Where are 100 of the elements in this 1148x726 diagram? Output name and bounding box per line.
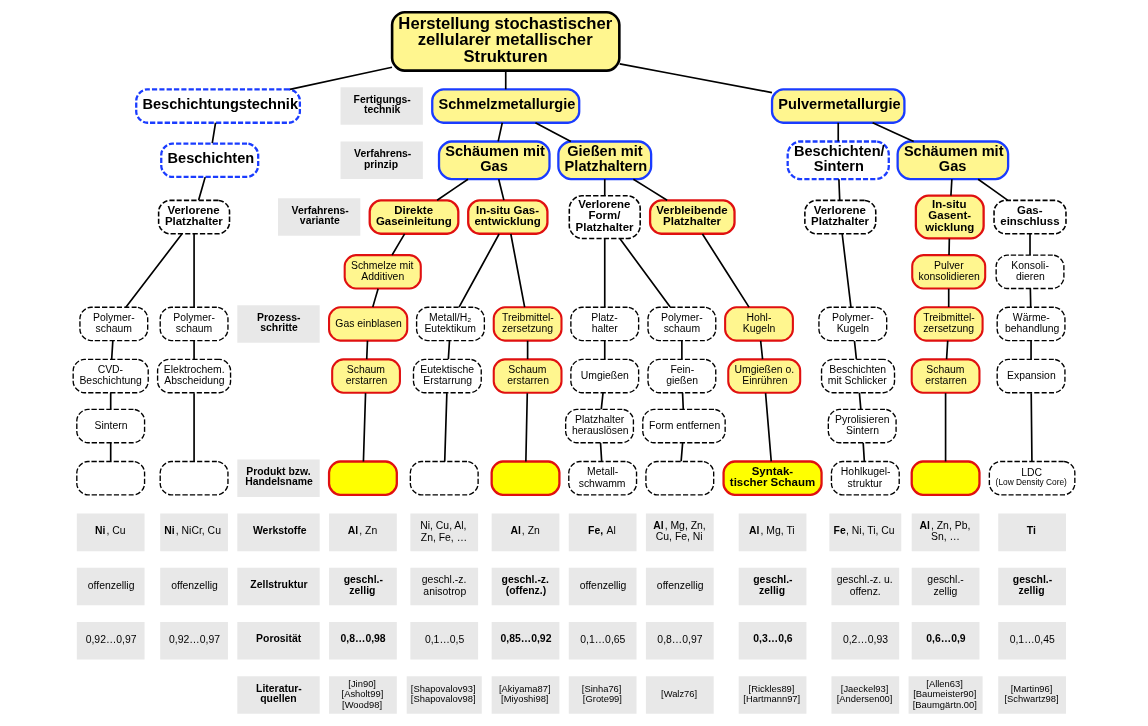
node-box: [910, 460, 981, 496]
connector: [681, 391, 685, 410]
node-box: Schmelzmetallurgie: [431, 88, 581, 124]
node-box: Polymer- schaum: [159, 306, 229, 342]
node-box: Umgießen o. Einrühren: [727, 358, 802, 394]
connector: [391, 233, 406, 256]
label: [Walz76]: [661, 689, 698, 700]
node-box: In-situ Gas- entwicklung: [467, 199, 549, 235]
label: Verfahrens- variante: [291, 204, 349, 227]
label: Prozess- schritte: [257, 311, 301, 334]
node-box: Platz- halter: [570, 306, 640, 342]
label: Al, Mg, Ti: [749, 524, 795, 536]
connector: [447, 339, 451, 360]
connector: [701, 233, 750, 308]
label: 0,85…0,92: [500, 633, 552, 645]
node-box: Sintern: [76, 408, 146, 444]
connector: [853, 339, 858, 360]
label: 0,92…0,97: [169, 634, 220, 646]
label: Al, Zn: [510, 524, 540, 536]
connector: [841, 233, 852, 308]
node-box: Gießen mit Platzhaltern: [557, 140, 653, 181]
node-box: Beschichten mit Schlicker: [820, 358, 896, 394]
node-box: Elektrochem. Abscheidung: [156, 358, 232, 394]
label: Ni, Cu, Al, Zn, Fe, …: [420, 520, 468, 543]
connector: [1029, 233, 1031, 256]
connector: [109, 391, 112, 410]
connector: [945, 339, 949, 360]
connector: [1030, 392, 1033, 463]
label: 0,8…0,98: [340, 633, 386, 645]
label: geschl.-z. anisotrop: [421, 574, 467, 597]
label: geschl.- zellig: [753, 574, 793, 596]
label: geschl.-z. u. offenz.: [836, 574, 893, 597]
label: Al, Mg, Zn, Cu, Fe, Ni: [653, 520, 706, 542]
node-box: Platzhalter herauslösen: [565, 408, 635, 444]
connector: [125, 233, 183, 308]
connector: [211, 121, 217, 145]
connector: [838, 178, 841, 201]
connector: [1029, 287, 1032, 308]
node-box: LDC (Low Density Core): [988, 460, 1076, 496]
connector: [436, 178, 469, 202]
connector: [109, 442, 112, 463]
connector: [680, 442, 684, 463]
connector: [289, 66, 393, 91]
connector: [759, 339, 764, 360]
connector: [526, 339, 529, 360]
label: [Sinha76] [Grote99]: [581, 684, 622, 705]
node-box: Schmelze mit Additiven: [343, 254, 422, 290]
node-box: Beschichtungstechnik: [135, 88, 301, 124]
node-box: [327, 460, 398, 496]
node-box: Hohl- Kugeln: [724, 306, 794, 342]
node-box: Expansion: [996, 358, 1066, 394]
node-box: Schaum erstarren: [331, 358, 401, 394]
label: Al, Zn, Pb, Sn, …: [919, 520, 971, 542]
label: offenzellig: [87, 580, 135, 592]
node-box: Konsoli- dieren: [995, 254, 1065, 290]
label: Fertigungs- technik: [353, 93, 411, 116]
label: Zellstruktur: [250, 579, 308, 591]
node-box: Verlorene Platzhalter: [804, 199, 877, 235]
connector: [110, 339, 114, 360]
node-box: Beschichten/ Sintern: [786, 140, 890, 181]
node-box: Fein- gießen: [647, 358, 717, 394]
node-box: In-situ Gasent- wicklung: [914, 194, 985, 240]
connector: [858, 391, 862, 410]
label: 0,92…0,97: [85, 634, 137, 646]
node-box: Syntak- tischer Schaum: [722, 460, 823, 496]
label: 0,2…0,93: [842, 634, 889, 646]
connector: [599, 442, 603, 463]
connector: [371, 287, 379, 308]
label: geschl.- zellig: [343, 574, 383, 596]
label: 0,1…0,45: [1009, 634, 1055, 646]
label: offenzellig: [579, 580, 627, 592]
connector: [1030, 339, 1032, 360]
label: [Shapovalov93] [Shapovalov98]: [410, 684, 476, 705]
node-box: Wärme- behandlung: [996, 306, 1066, 342]
node-box: Metall/H₂ Eutektikum: [415, 306, 486, 342]
connector: [948, 237, 951, 256]
node-box: CVD- Beschichtung: [72, 358, 149, 394]
label: geschl.- zellig: [927, 574, 964, 597]
label: Verfahrens- prinzip: [354, 148, 412, 170]
connector: [871, 121, 915, 143]
label: [Allen63] [Baumeister90] [Baumgärtn.00]: [912, 678, 977, 710]
node-box: Gas einblasen: [328, 306, 409, 342]
node-box: Direkte Gaseinleitung: [368, 199, 460, 235]
label: Literatur- quellen: [256, 682, 302, 705]
label: Produkt bzw. Handelsname: [245, 466, 313, 488]
label: offenzellig: [171, 580, 218, 592]
node-box: Verlorene Form/ Platzhalter: [568, 194, 641, 240]
label: 0,8…0,97: [657, 634, 703, 646]
node-box: Herstellung stochastischer zellularer metallischer Strukturen: [390, 10, 621, 72]
node-box: Polymer- schaum: [79, 306, 149, 342]
connector: [862, 442, 866, 463]
label: 0,1…0,5: [424, 634, 465, 646]
node-box: [645, 460, 715, 496]
connector: [497, 121, 504, 143]
node-box: Pyrolisieren Sintern: [827, 408, 897, 444]
node-box: Schaum erstarren: [492, 358, 563, 394]
node-box: [409, 460, 479, 496]
label: 0,3…0,6: [753, 633, 793, 645]
label: Ni, NiCr, Cu: [164, 524, 221, 536]
connector: [681, 339, 683, 360]
